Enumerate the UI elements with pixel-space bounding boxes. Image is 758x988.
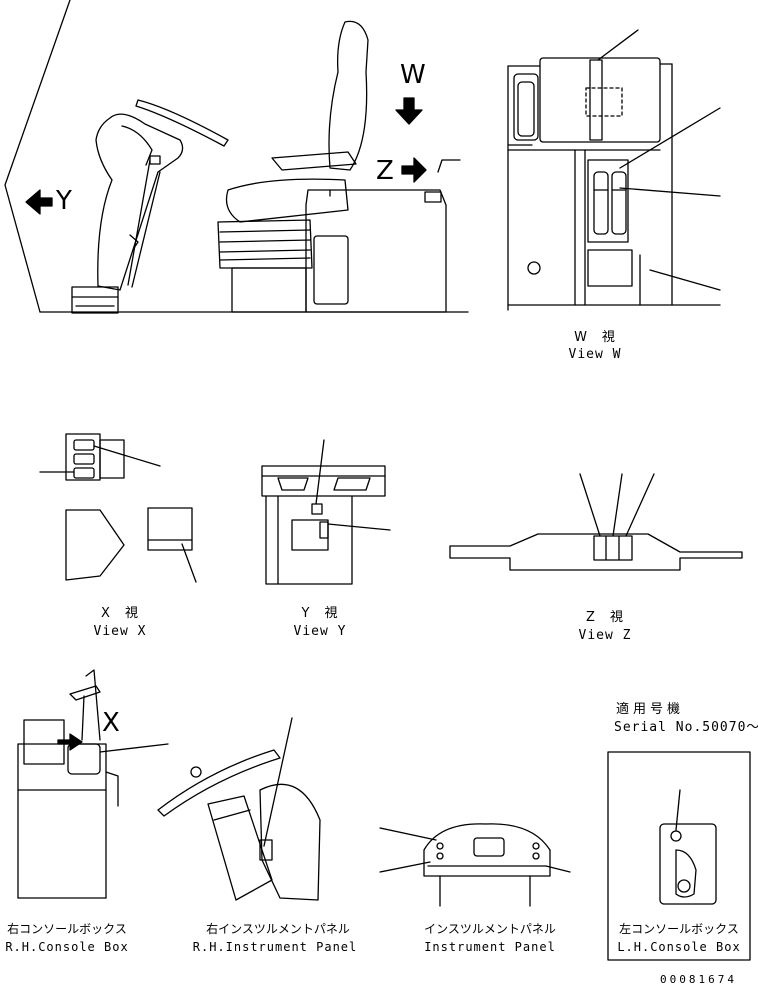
view-y-drawing: [261, 439, 391, 585]
serial-box: [607, 751, 751, 961]
panel-drawing: [379, 823, 571, 907]
rh-panel-drawing: [157, 717, 321, 901]
cab-side-view: [4, 0, 469, 314]
letter-y: Y: [56, 186, 72, 216]
view-x-drawing: [39, 433, 197, 583]
view-z-label-ja: Z 視: [586, 610, 624, 625]
rh-console-label-en: R.H.Console Box: [5, 940, 129, 954]
rh-panel-label-ja: 右インスツルメントパネル: [206, 922, 350, 936]
serial-label-ja: 適用号機: [616, 702, 685, 717]
view-w-label-ja: W 視: [574, 330, 616, 345]
lh-console-drawing: [659, 789, 717, 905]
panel-label-ja: インスツルメントパネル: [424, 922, 556, 936]
lh-console-label-en: L.H.Console Box: [617, 940, 741, 954]
view-w-label-en: View W: [568, 347, 622, 362]
view-w-drawing: [507, 29, 721, 311]
view-x-label-ja: X 視: [101, 606, 139, 621]
serial-number: Serial No.50070～: [614, 720, 758, 735]
letter-x: X: [102, 708, 120, 738]
drawing-number: 00081674: [660, 973, 737, 986]
view-y-label-en: View Y: [293, 624, 347, 639]
letter-w: W: [400, 60, 426, 90]
rh-console-label-ja: 右コンソールボックス: [7, 922, 127, 936]
rh-console-drawing: [17, 669, 169, 899]
view-y-label-ja: Y 視: [301, 606, 339, 621]
rh-panel-label-en: R.H.Instrument Panel: [192, 940, 358, 954]
lh-console-label-ja: 左コンソールボックス: [619, 922, 739, 936]
letter-z: Z: [376, 156, 394, 186]
view-z-label-en: View Z: [578, 628, 632, 643]
panel-label-en: Instrument Panel: [424, 940, 556, 954]
view-x-label-en: View X: [93, 624, 147, 639]
view-z-drawing: [449, 473, 743, 571]
